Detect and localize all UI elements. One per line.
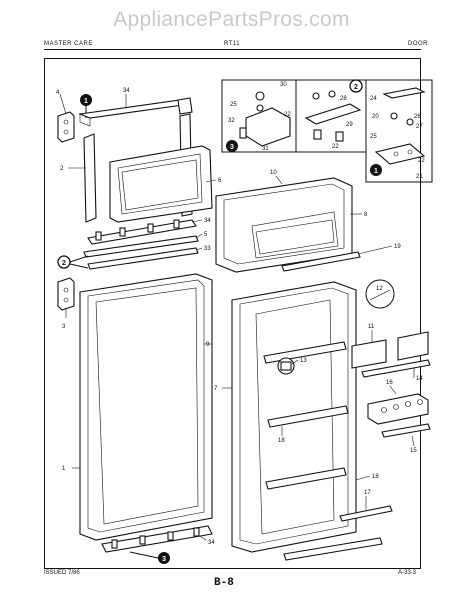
svg-text:4: 4 bbox=[56, 90, 60, 96]
svg-text:28: 28 bbox=[340, 96, 347, 102]
svg-text:7: 7 bbox=[214, 386, 218, 392]
header-section: DOOR bbox=[408, 41, 428, 47]
page-number: B-8 bbox=[214, 577, 234, 589]
inset-hinge-detail-1: 1 bbox=[365, 79, 433, 183]
svg-text:3: 3 bbox=[230, 144, 234, 151]
svg-text:3: 3 bbox=[162, 556, 166, 563]
egg-tray-16 bbox=[367, 393, 429, 425]
callout-2-left: 2 bbox=[57, 255, 89, 269]
svg-text:9: 9 bbox=[206, 342, 210, 348]
divider-strip-5 bbox=[83, 235, 199, 258]
middle-hinge-part bbox=[57, 277, 75, 311]
door-shelf-bottom bbox=[283, 537, 383, 561]
tray-rail-15 bbox=[381, 423, 431, 438]
svg-text:18: 18 bbox=[372, 474, 379, 480]
svg-text:30: 30 bbox=[280, 82, 287, 88]
svg-text:10: 10 bbox=[270, 170, 277, 176]
svg-text:25: 25 bbox=[230, 102, 237, 108]
svg-text:2: 2 bbox=[60, 166, 64, 172]
svg-text:32: 32 bbox=[228, 118, 235, 124]
svg-text:1: 1 bbox=[84, 98, 88, 105]
svg-text:22: 22 bbox=[284, 112, 291, 118]
svg-text:24: 24 bbox=[370, 96, 377, 102]
header-rule bbox=[44, 49, 421, 50]
svg-text:17: 17 bbox=[364, 490, 371, 496]
freezer-door-panel bbox=[109, 145, 213, 223]
watermark: AppliancePartsPros.com bbox=[113, 8, 350, 31]
bin-rail-14 bbox=[361, 359, 431, 378]
svg-text:27: 27 bbox=[416, 124, 423, 130]
header-model: RT11 bbox=[224, 41, 241, 47]
svg-text:20: 20 bbox=[372, 114, 379, 120]
issued-date: ISSUED 7/86 bbox=[44, 570, 80, 576]
svg-text:18: 18 bbox=[278, 438, 285, 444]
door-shelf-lower bbox=[265, 467, 347, 490]
top-rail-part bbox=[77, 99, 193, 119]
svg-text:5: 5 bbox=[204, 232, 208, 238]
door-shelf-middle bbox=[267, 405, 349, 428]
svg-text:12: 12 bbox=[376, 286, 383, 292]
inset-hinge-detail-2: 2 bbox=[295, 79, 367, 153]
leader-lines bbox=[59, 93, 415, 541]
butter-compartment-13 bbox=[277, 357, 295, 375]
svg-text:11: 11 bbox=[368, 324, 375, 330]
diagram-frame bbox=[44, 58, 421, 569]
detail-circle-12 bbox=[365, 279, 395, 309]
svg-text:34: 34 bbox=[208, 540, 215, 546]
svg-text:15: 15 bbox=[410, 448, 417, 454]
svg-text:21: 21 bbox=[416, 174, 423, 180]
svg-text:13: 13 bbox=[300, 358, 307, 364]
divider-strip-33 bbox=[87, 247, 199, 270]
inset-hinge-detail-3: 3 bbox=[221, 79, 297, 153]
svg-text:31: 31 bbox=[262, 146, 269, 152]
svg-text:2: 2 bbox=[62, 260, 66, 267]
figure-code: A-33-3 bbox=[398, 570, 417, 576]
svg-text:26: 26 bbox=[414, 114, 421, 120]
svg-text:34: 34 bbox=[204, 218, 211, 224]
fresh-food-bottom-rail bbox=[101, 525, 213, 553]
fresh-food-door-frame bbox=[79, 273, 213, 541]
header-brand: MASTER CARE bbox=[44, 41, 93, 47]
shelf-rail-17 bbox=[339, 505, 393, 522]
door-bin-11 bbox=[351, 331, 429, 369]
top-rail-bracket bbox=[177, 97, 193, 115]
svg-text:16: 16 bbox=[386, 380, 393, 386]
svg-text:22: 22 bbox=[418, 158, 425, 164]
svg-text:25: 25 bbox=[370, 134, 377, 140]
callout-3-bottom: 3 bbox=[129, 551, 170, 564]
svg-text:34: 34 bbox=[123, 88, 130, 94]
svg-text:19: 19 bbox=[394, 244, 401, 250]
svg-text:6: 6 bbox=[218, 178, 222, 184]
freezer-shelf-19 bbox=[281, 251, 361, 272]
svg-text:14: 14 bbox=[416, 376, 423, 382]
svg-text:33: 33 bbox=[204, 246, 211, 252]
svg-text:22: 22 bbox=[332, 144, 339, 150]
top-hinge-part bbox=[57, 111, 75, 143]
part-number-labels: 4 34 2 6 34 5 33 3 9 1 34 10 8 19 7 13 1… bbox=[56, 82, 425, 546]
svg-text:2: 2 bbox=[354, 84, 358, 91]
svg-text:1: 1 bbox=[62, 466, 66, 472]
freezer-bottom-rail bbox=[87, 219, 197, 245]
svg-text:29: 29 bbox=[346, 122, 353, 128]
svg-text:1: 1 bbox=[374, 168, 378, 175]
svg-text:8: 8 bbox=[364, 212, 368, 218]
svg-text:3: 3 bbox=[62, 324, 66, 330]
left-mullion-part bbox=[83, 133, 97, 223]
